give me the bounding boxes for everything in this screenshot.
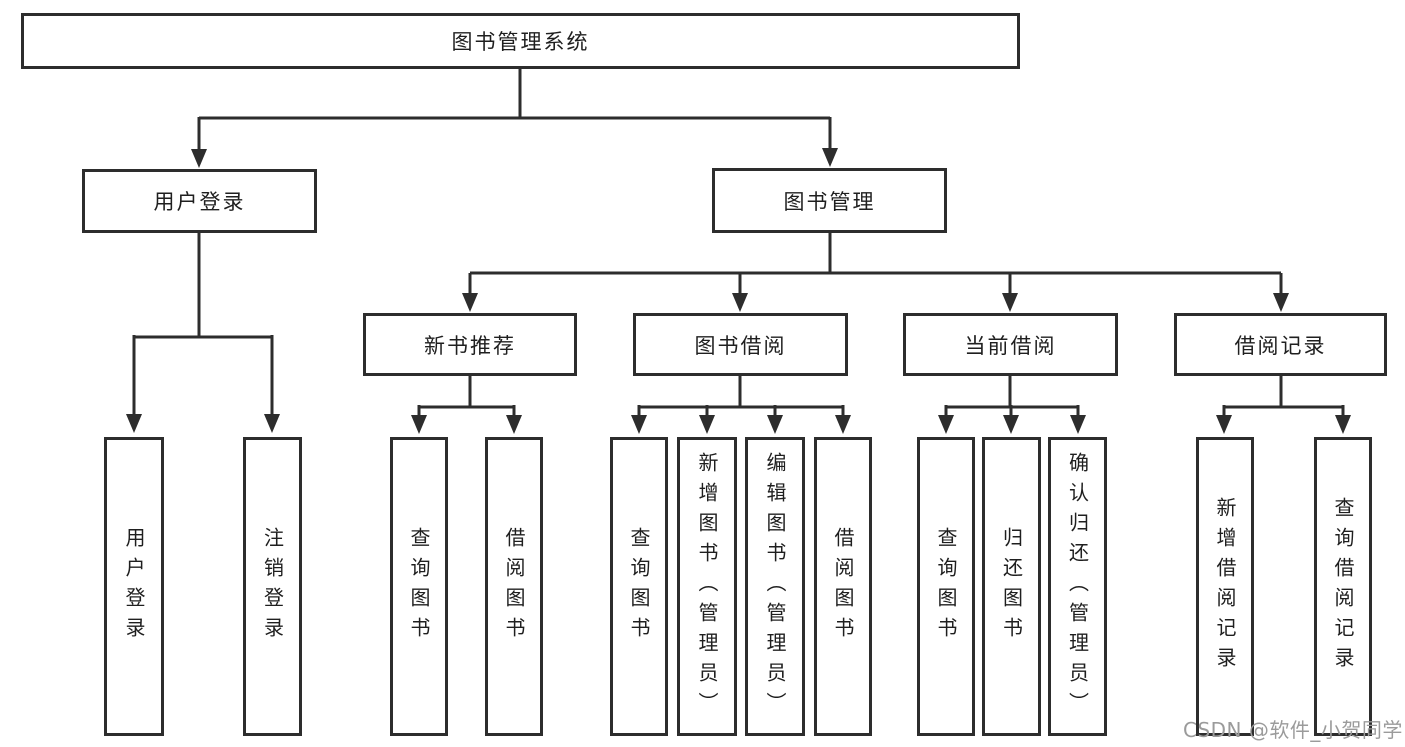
- arrowhead: [1335, 415, 1351, 434]
- leaf-user-login: 用户登录: [104, 437, 164, 736]
- arrowhead: [699, 415, 715, 434]
- arrowhead: [1003, 415, 1019, 434]
- node-label: 图书管理系统: [451, 30, 590, 54]
- leaf-add-books-admin: 新增图书（管理员）: [677, 437, 737, 736]
- arrowhead: [835, 415, 851, 434]
- leaf-return-books: 归还图书: [982, 437, 1041, 736]
- node-borrowing-records: 借阅记录: [1174, 313, 1387, 376]
- node-label: 归还图书: [999, 526, 1024, 647]
- node-label: 新书推荐: [424, 333, 516, 358]
- node-book-management: 图书管理: [712, 168, 947, 233]
- arrowhead: [264, 414, 280, 433]
- leaf-borrow-query-books: 查询图书: [610, 437, 668, 736]
- node-new-book-recommendation: 新书推荐: [363, 313, 577, 376]
- node-label: 借阅图书: [502, 526, 526, 647]
- arrowhead: [822, 148, 838, 167]
- node-label: 注销登录: [260, 526, 285, 647]
- arrowhead: [732, 293, 748, 312]
- node-label: 用户登录: [153, 190, 246, 214]
- arrowhead: [462, 293, 478, 312]
- node-label: 图书借阅: [694, 333, 787, 358]
- leaf-current-query-books: 查询图书: [917, 437, 975, 736]
- arrowhead: [191, 149, 207, 168]
- node-label: 查询图书: [627, 526, 651, 647]
- leaf-confirm-return-admin: 确认归还（管理员）: [1048, 437, 1107, 736]
- leaf-recommend-query-books: 查询图书: [390, 437, 448, 736]
- node-label: 查询借阅记录: [1331, 496, 1355, 677]
- node-label: 查询图书: [407, 526, 431, 647]
- arrowhead: [1002, 293, 1018, 312]
- arrowhead: [767, 415, 783, 434]
- node-label: 编辑图书（管理员）: [763, 451, 787, 722]
- arrowhead: [411, 415, 427, 434]
- node-label: 新增借阅记录: [1213, 496, 1237, 677]
- arrowhead: [631, 415, 647, 434]
- node-label: 查询图书: [934, 526, 958, 647]
- node-label: 当前借阅: [964, 333, 1057, 358]
- node-label: 用户登录: [122, 526, 146, 647]
- arrowhead: [938, 415, 954, 434]
- node-current-borrowing: 当前借阅: [903, 313, 1118, 376]
- leaf-add-borrow-record: 新增借阅记录: [1196, 437, 1254, 736]
- leaf-edit-books-admin: 编辑图书（管理员）: [745, 437, 805, 736]
- node-label: 借阅记录: [1234, 333, 1327, 358]
- node-label: 图书管理: [783, 189, 876, 214]
- arrowhead: [506, 415, 522, 434]
- leaf-query-borrow-record: 查询借阅记录: [1314, 437, 1372, 736]
- arrowheads: [126, 148, 1351, 434]
- arrowhead: [126, 414, 142, 433]
- node-library-management-system: 图书管理系统: [21, 13, 1020, 69]
- csdn-watermark: CSDN @软件_小贺同学: [1183, 718, 1403, 742]
- node-label: 确认归还（管理员）: [1065, 451, 1090, 722]
- arrowhead: [1070, 415, 1086, 434]
- arrowhead: [1273, 293, 1289, 312]
- node-user-login: 用户登录: [82, 169, 317, 233]
- arrowhead: [1216, 415, 1232, 434]
- node-label: 新增图书（管理员）: [695, 451, 719, 722]
- connector-segments: [132, 68, 1345, 416]
- leaf-recommend-borrow-books: 借阅图书: [485, 437, 543, 736]
- node-book-borrowing: 图书借阅: [633, 313, 848, 376]
- leaf-borrow-books: 借阅图书: [814, 437, 872, 736]
- node-label: 借阅图书: [831, 526, 855, 647]
- leaf-logout: 注销登录: [243, 437, 302, 736]
